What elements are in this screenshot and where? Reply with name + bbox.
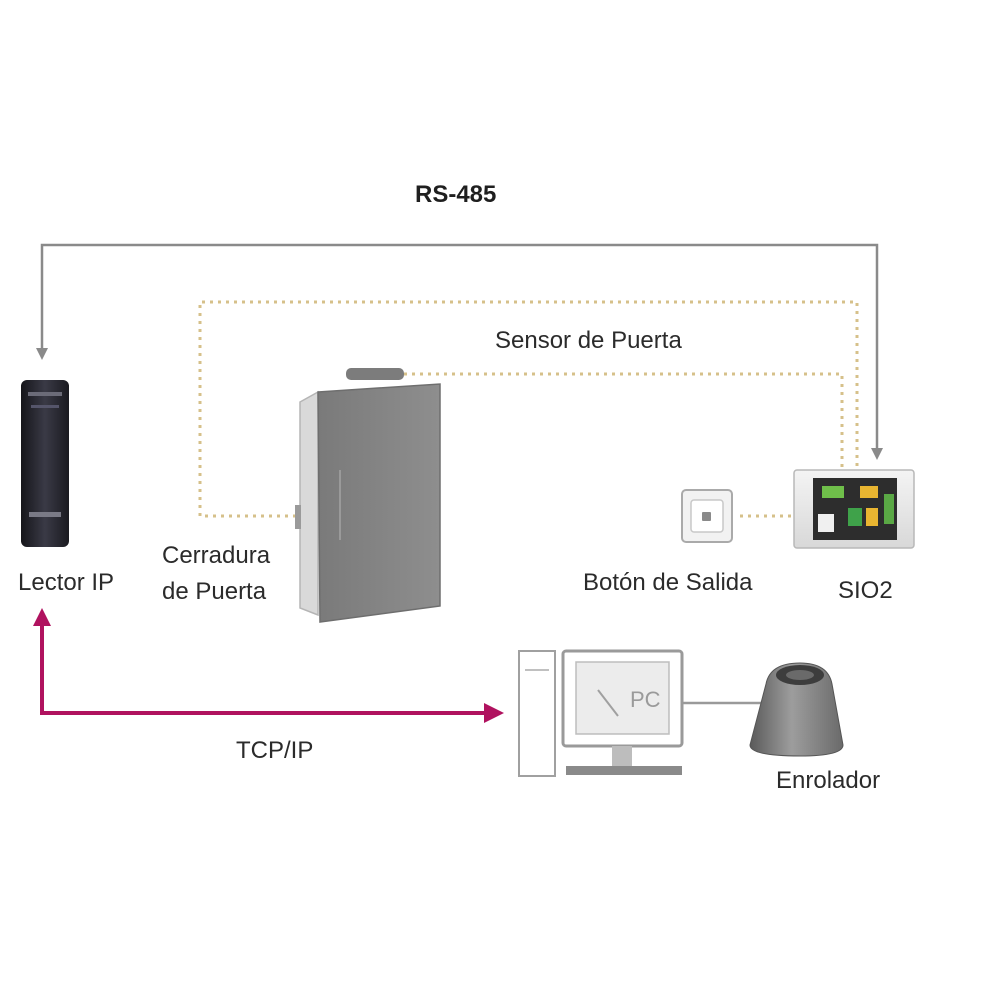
tcpip-arrow-pc [484, 703, 504, 723]
sio2-module-icon [793, 469, 915, 549]
exit-button-label: Botón de Salida [583, 569, 753, 596]
tcpip-line [40, 622, 488, 715]
sio2-label: SIO2 [838, 577, 893, 604]
door-sensor-wire-dotted [404, 372, 844, 470]
rs485-arrow-reader [36, 348, 48, 360]
lock-wire-dotted [198, 300, 859, 518]
rs485-line [40, 243, 879, 452]
enroller-label: Enrolador [776, 767, 881, 794]
tcpip-label: TCP/IP [236, 737, 314, 764]
door-sensor-icon [346, 368, 404, 380]
reader-icon [21, 380, 69, 547]
reader-label: Lector IP [18, 569, 115, 596]
door-icon [295, 383, 441, 623]
enroller-icon [749, 662, 844, 757]
pc-screen-label: PC [630, 687, 661, 712]
door-sensor-label: Sensor de Puerta [495, 327, 682, 354]
exit-button-icon [681, 489, 733, 543]
pc-icon [518, 649, 684, 777]
door-lock-label-line2: de Puerta [162, 578, 267, 605]
door-lock-label-line1: Cerradura [162, 542, 271, 569]
rs485-label: RS-485 [415, 181, 497, 208]
rs485-arrow-sio2 [871, 448, 883, 460]
tcpip-arrow-reader [33, 608, 51, 626]
